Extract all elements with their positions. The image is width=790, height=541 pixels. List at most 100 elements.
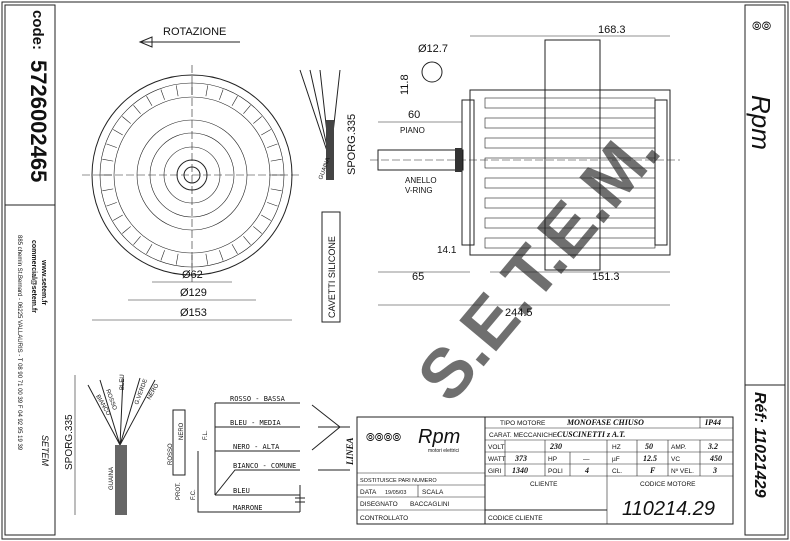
svg-text:1340: 1340 xyxy=(512,466,528,475)
svg-text:ANELLO: ANELLO xyxy=(405,176,437,185)
cooling-fin xyxy=(270,158,282,162)
svg-text:GIRI: GIRI xyxy=(488,468,502,475)
rpm-coil-icon: ⦾⦾⦾⦾ xyxy=(366,432,401,444)
svg-text:—: — xyxy=(583,456,590,463)
svg-text:WATT: WATT xyxy=(488,456,506,463)
svg-text:BLEU: BLEU xyxy=(233,487,250,495)
rpm-logo: Rpm xyxy=(418,426,460,448)
svg-text:HZ: HZ xyxy=(612,444,621,451)
svg-text:CLIENTE: CLIENTE xyxy=(530,481,558,488)
cooling-fin xyxy=(261,129,271,136)
svg-text:CUSCINETTI z A.T.: CUSCINETTI z A.T. xyxy=(557,430,625,439)
svg-text:VC: VC xyxy=(671,456,680,463)
sporg-front: SPORG.335 xyxy=(346,114,358,175)
svg-text:CODICE CLIENTE: CODICE CLIENTE xyxy=(488,515,543,522)
title-block: ⦾⦾⦾⦾ Rpm motori elettrici TIPO MOTORE MO… xyxy=(356,416,734,525)
cooling-fin xyxy=(267,202,278,207)
cooling-fin xyxy=(175,253,179,265)
cooling-fin xyxy=(219,89,224,100)
cooling-fin xyxy=(175,85,179,97)
cooling-fin xyxy=(205,85,209,97)
svg-text:3.2: 3.2 xyxy=(707,442,718,451)
svg-text:POLI: POLI xyxy=(548,468,563,475)
website-link[interactable]: www.setem.fr xyxy=(40,259,47,306)
cooling-fin xyxy=(102,158,114,162)
dim-d129: Ø129 xyxy=(180,287,207,299)
rotation-arrow-icon xyxy=(138,36,240,48)
svg-text:G.VERDE: G.VERDE xyxy=(134,378,149,405)
housing-rib xyxy=(484,177,656,189)
cooling-fin xyxy=(133,236,141,245)
svg-text:ROSSO: ROSSO xyxy=(168,443,174,465)
cooling-fin xyxy=(113,129,123,136)
svg-text:19/05/03: 19/05/03 xyxy=(385,490,406,496)
svg-text:SOSTITUISCE PARI NUMERO: SOSTITUISCE PARI NUMERO xyxy=(360,478,437,484)
ref-number: Réf: 11021429 xyxy=(751,392,768,498)
motor-code: 110214.29 xyxy=(622,498,715,520)
cooling-fin xyxy=(219,250,224,261)
cooling-fin xyxy=(106,202,117,207)
dim-shaft-d: Ø12.7 xyxy=(418,43,448,55)
svg-text:CL.: CL. xyxy=(612,468,622,475)
cooling-fin xyxy=(146,96,153,106)
svg-text:244.5: 244.5 xyxy=(505,307,533,319)
cooling-fin xyxy=(122,226,131,234)
svg-text:DATA: DATA xyxy=(360,489,377,496)
cooling-fin xyxy=(160,250,165,261)
svg-text:HP: HP xyxy=(548,456,557,463)
cooling-fin xyxy=(160,89,165,100)
dim-168: 168.3 xyxy=(598,24,626,36)
cooling-fin xyxy=(231,244,238,254)
dim-11-8: 11.8 xyxy=(399,74,411,95)
housing-rib xyxy=(484,157,656,169)
svg-text:AMP.: AMP. xyxy=(671,444,686,451)
svg-text:4: 4 xyxy=(584,466,589,475)
housing-rib xyxy=(484,117,656,129)
svg-text:BIANCO - COMUNE: BIANCO - COMUNE xyxy=(233,462,296,470)
svg-text:BACCAGLINI: BACCAGLINI xyxy=(410,501,450,508)
cooling-fin xyxy=(113,214,123,221)
svg-text:14.1: 14.1 xyxy=(437,245,457,256)
svg-text:PIANO: PIANO xyxy=(400,126,425,135)
cooling-fin xyxy=(261,214,271,221)
svg-text:LINEA: LINEA xyxy=(345,437,355,466)
cooling-fin xyxy=(205,253,209,265)
svg-text:3: 3 xyxy=(712,466,717,475)
svg-text:CONTROLLATO: CONTROLLATO xyxy=(360,515,408,522)
wiring-diagram: SPORG.335 BIANCO ROSSO BLEU G.VERDE NERO… xyxy=(64,374,355,515)
svg-text:F: F xyxy=(649,466,656,475)
product-code: 5726002465 xyxy=(26,60,51,182)
left-strip xyxy=(4,4,56,536)
svg-text:450: 450 xyxy=(709,454,722,463)
housing-rib xyxy=(484,137,656,149)
cable-label: CAVETTI SILICONE xyxy=(327,236,337,318)
address: 885 chemin St.Bernard - 06225 VALLAURIS … xyxy=(16,235,22,451)
housing-rib xyxy=(484,217,656,229)
svg-text:PROT.: PROT. xyxy=(176,482,182,500)
right-rpm-logo: Rpm xyxy=(746,95,776,150)
housing-rib xyxy=(484,197,656,209)
cooling-fin xyxy=(231,96,238,106)
rpm-coil-icon: ⦾⦾ xyxy=(752,19,772,33)
svg-text:IP44: IP44 xyxy=(704,418,721,427)
svg-text:12.5: 12.5 xyxy=(643,454,657,463)
svg-text:373: 373 xyxy=(514,454,527,463)
svg-text:SCALA: SCALA xyxy=(422,489,444,496)
code-label: code: xyxy=(29,10,46,50)
rotation-label: ROTAZIONE xyxy=(163,26,226,38)
side-view: 168.3 Ø12.7 11.8 60 PIANO ANELLO V-RING … xyxy=(370,24,680,319)
setem-logo: SETEM xyxy=(40,435,50,467)
svg-text:MONOFASE CHIUSO: MONOFASE CHIUSO xyxy=(566,418,644,427)
svg-text:CARAT. MECCANICHE: CARAT. MECCANICHE xyxy=(489,432,558,439)
housing-rib xyxy=(484,237,656,249)
cooling-fin xyxy=(122,116,131,124)
svg-text:BLEU - MEDIA: BLEU - MEDIA xyxy=(230,419,281,427)
email-link[interactable]: commercial@setem.fr xyxy=(30,240,37,313)
cooling-fin xyxy=(102,188,114,192)
cooling-fin xyxy=(146,244,153,254)
cooling-fin xyxy=(270,188,282,192)
svg-text:NERO: NERO xyxy=(179,422,185,440)
